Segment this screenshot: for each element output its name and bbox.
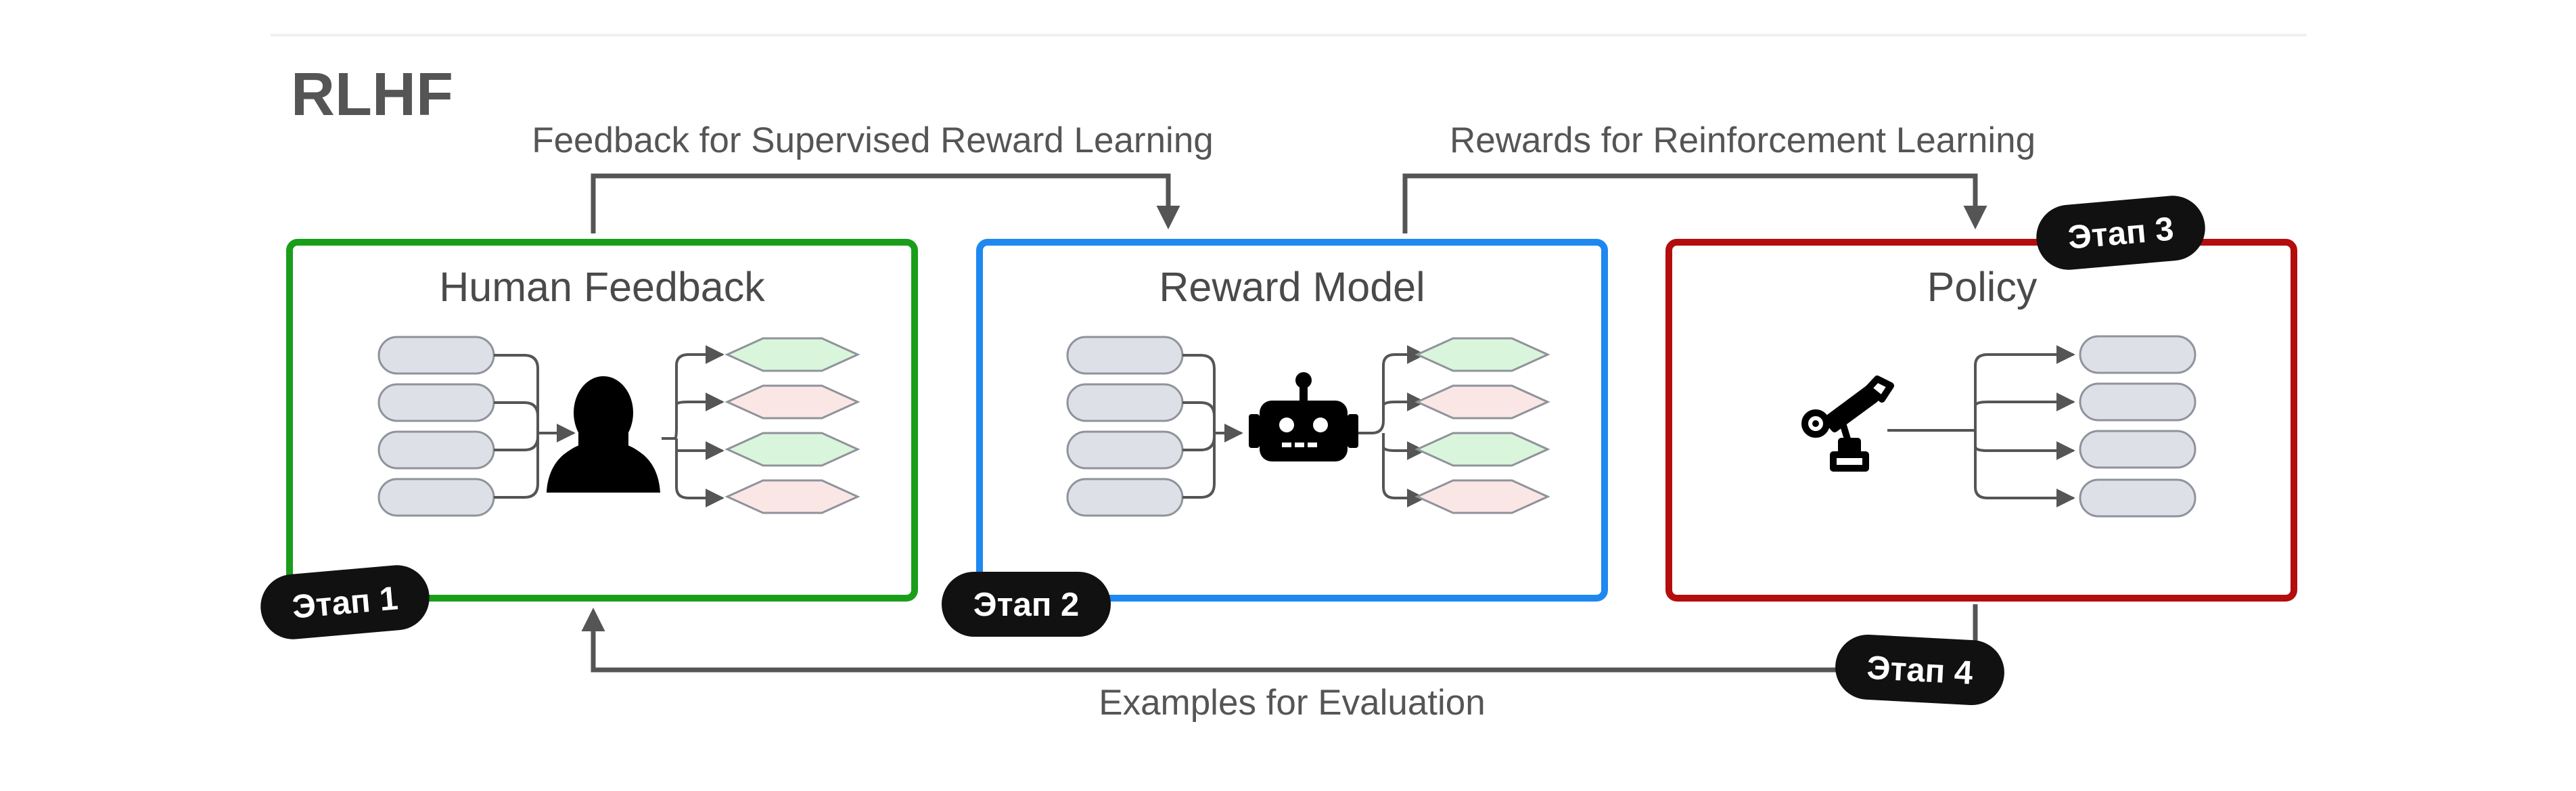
input-pills [1066, 336, 1184, 517]
panel-title-reward-model: Reward Model [1159, 264, 1425, 310]
diagram-title: RLHF [291, 61, 453, 129]
panel-title-policy: Policy [1927, 264, 2038, 310]
feedback-arrow [591, 173, 1180, 233]
input-pills [377, 336, 495, 517]
feedback-arrow-label: Feedback for Supervised Reward Learning [532, 120, 1214, 160]
rewards-arrow-label: Rewards for Reinforcement Learning [1450, 120, 2036, 160]
output-connectors [662, 345, 724, 507]
output-pills [2079, 335, 2196, 518]
stage-badge-3: Этап 3 [2036, 196, 2205, 270]
rewards-arrow [1402, 173, 1987, 233]
stage-badge-2-label: Этап 2 [973, 587, 1080, 623]
robot-icon [1249, 372, 1358, 461]
person-silhouette-icon [547, 376, 660, 493]
output-diamonds [1414, 337, 1550, 514]
evaluation-arrow-label: Examples for Evaluation [1099, 683, 1486, 723]
robotic-arm-icon [1801, 376, 1894, 472]
panel-human-feedback: Human Feedback [286, 239, 918, 602]
evaluation-arrow [581, 604, 1978, 673]
output-connectors [1887, 345, 2075, 507]
input-connectors [1182, 354, 1243, 499]
output-connectors [1358, 345, 1426, 507]
panel-policy: Policy [1665, 239, 2297, 602]
input-connectors [494, 354, 576, 499]
stage-badge-1: Этап 1 [260, 565, 430, 639]
stage-badge-4-label: Этап 4 [1866, 650, 1973, 692]
output-diamonds [724, 337, 860, 514]
stage-badge-2: Этап 2 [942, 572, 1111, 637]
panel-reward-model: Reward Model [976, 239, 1608, 602]
stage-badge-4: Этап 4 [1835, 634, 2004, 706]
panel-title-human-feedback: Human Feedback [439, 264, 765, 310]
